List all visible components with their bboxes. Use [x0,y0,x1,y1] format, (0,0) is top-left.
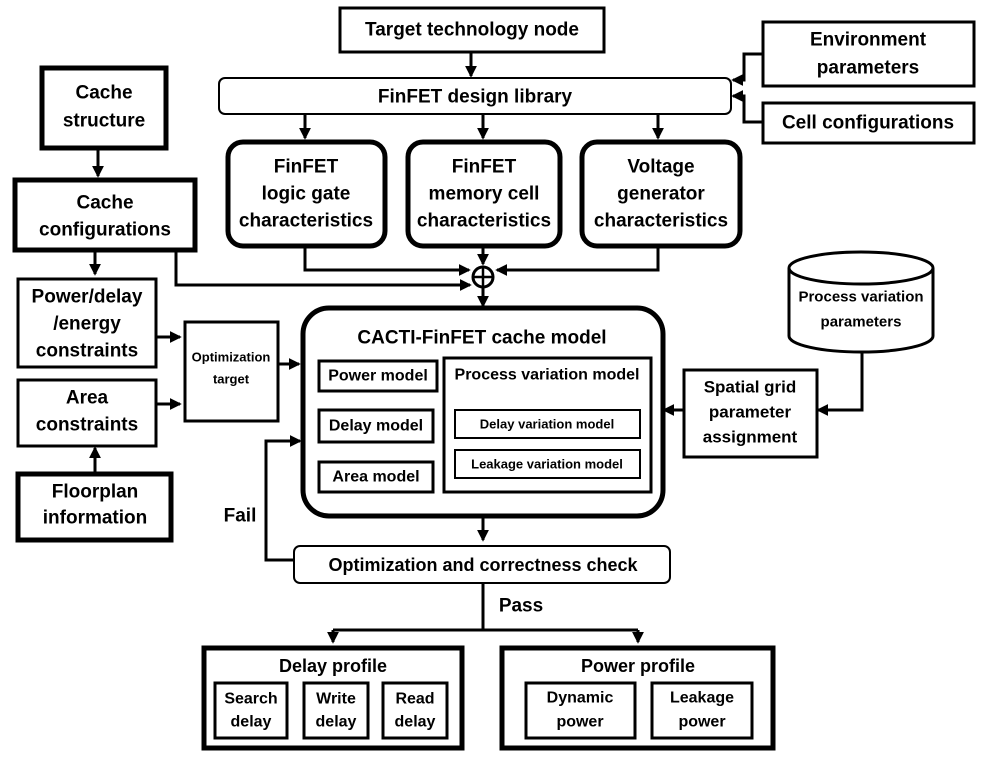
write-delay-box: Write delay [302,681,370,740]
target-node-label: Target technology node [365,20,579,41]
edge-logic-to-sum [303,246,471,276]
memory-cell-line3: characteristics [417,211,551,232]
read-delay-line2: delay [395,714,436,731]
spatial-grid-line2: parameter [709,403,792,422]
cache-configs-line1: Cache [76,193,133,214]
cache-structure-box: Cache structure [39,65,169,151]
dynamic-power-line2: power [556,714,603,731]
voltage-gen-line3: characteristics [594,211,728,232]
area-constraints-box: Area constraints [16,378,158,448]
optimization-target-box: Optimization target [183,320,280,423]
pde-constraints-box: Power/delay /energy constraints [16,277,158,369]
floorplan-line2: information [43,508,148,529]
logic-gate-box: FinFET logic gate characteristics [225,139,388,249]
cache-configurations-box: Cache configurations [12,177,198,253]
cache-configs-line2: configurations [39,220,171,241]
read-delay-box: Read delay [381,681,449,740]
design-library-box: FinFET design library [218,77,732,115]
pv-params-line1: Process variation [798,289,923,306]
edge-fail-loop [264,435,302,562]
leakage-power-box: Leakage power [650,681,754,740]
pv-params-line2: parameters [821,314,902,331]
delay-model-label: Delay model [329,418,423,435]
search-delay-line1: Search [224,691,277,708]
pass-label: Pass [499,596,543,617]
design-library-label: FinFET design library [378,87,573,108]
cell-configs-label: Cell configurations [782,113,954,134]
edge-environment-to-library [731,52,762,86]
opt-target-line1: Optimization [192,350,271,365]
connectors [89,52,864,644]
read-delay-line1: Read [395,691,434,708]
logic-gate-line2: logic gate [262,184,351,205]
search-delay-box: Search delay [213,681,289,740]
sum-junction-icon [471,265,495,289]
area-model-label: Area model [332,469,419,486]
leakage-variation-label: Leakage variation model [471,457,623,472]
logic-gate-line3: characteristics [239,211,373,232]
pde-line1: Power/delay [32,287,143,308]
delay-profile-title: Delay profile [279,656,387,676]
pv-model-title: Process variation model [455,367,640,384]
environment-box: Environment parameters [761,20,976,88]
cacti-model-title: CACTI-FinFET cache model [357,328,606,349]
edge-configs-to-sum [174,250,472,291]
floorplan-line1: Floorplan [52,482,139,503]
cell-configs-box: Cell configurations [761,101,976,145]
cache-structure-line2: structure [63,111,145,132]
opt-target-line2: target [213,372,250,387]
edge-voltage-to-sum [495,246,660,276]
logic-gate-line1: FinFET [274,157,339,178]
power-profile-title: Power profile [581,656,695,676]
delay-variation-box: Delay variation model [454,409,641,439]
edge-cells-to-library [731,90,762,124]
area-constraints-line1: Area [66,388,109,409]
leakage-variation-box: Leakage variation model [454,449,641,479]
environment-label-line2: parameters [817,58,919,79]
memory-cell-line2: memory cell [429,184,540,205]
memory-cell-line1: FinFET [452,157,517,178]
dynamic-power-line1: Dynamic [547,690,614,707]
floorplan-box: Floorplan information [15,471,174,543]
voltage-gen-line2: generator [617,184,705,205]
fail-label: Fail [224,506,257,527]
delay-model-box: Delay model [317,408,435,444]
area-model-box: Area model [317,460,435,494]
write-delay-line1: Write [316,691,356,708]
voltage-gen-line1: Voltage [627,157,694,178]
check-box: Optimization and correctness check [293,545,671,584]
search-delay-line2: delay [231,714,272,731]
target-node-box: Target technology node [338,6,606,54]
power-model-box: Power model [317,359,439,393]
pv-params-database-icon: Process variation parameters [787,250,935,354]
delay-variation-label: Delay variation model [480,417,614,432]
area-constraints-line2: constraints [36,415,138,436]
write-delay-line2: delay [316,714,357,731]
spatial-grid-line1: Spatial grid [704,378,797,397]
leakage-power-line1: Leakage [670,690,734,707]
memory-cell-box: FinFET memory cell characteristics [405,139,563,249]
voltage-generator-box: Voltage generator characteristics [579,139,743,249]
pde-line3: constraints [36,341,138,362]
power-model-label: Power model [328,368,428,385]
pde-line2: /energy [53,314,121,335]
leakage-power-line2: power [678,714,725,731]
cache-structure-line1: Cache [75,83,132,104]
spatial-grid-box: Spatial grid parameter assignment [682,368,819,459]
dynamic-power-box: Dynamic power [524,681,637,740]
check-label: Optimization and correctness check [328,555,638,575]
spatial-grid-line3: assignment [703,428,798,447]
environment-label-line1: Environment [810,30,927,51]
